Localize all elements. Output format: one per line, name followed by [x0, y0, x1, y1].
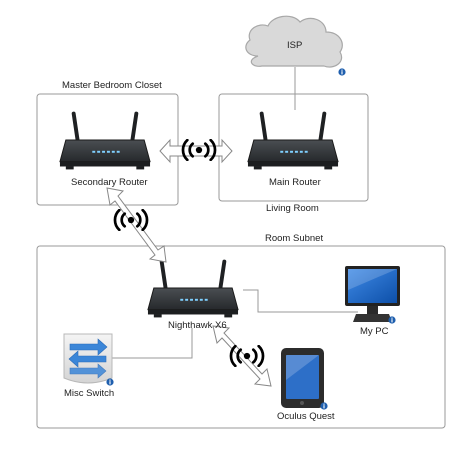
nighthawk-router-icon[interactable]	[146, 259, 240, 320]
isp-info-icon[interactable]	[338, 68, 346, 76]
wireless-link-secondary-nighthawk	[106, 187, 167, 263]
isp-label: ISP	[287, 40, 303, 51]
room-subnet-box	[36, 245, 446, 429]
main-router-icon[interactable]	[246, 111, 340, 172]
wireless-link-nighthawk-quest	[212, 325, 272, 387]
group-label-master-closet: Master Bedroom Closet	[62, 80, 162, 91]
device-label-nighthawk: Nighthawk X6	[168, 320, 227, 331]
secondary-router-icon[interactable]	[58, 111, 152, 172]
device-label-misc-switch: Misc Switch	[64, 388, 115, 399]
pc-info-icon[interactable]	[388, 316, 396, 324]
group-label-room-subnet: Room Subnet	[265, 233, 324, 244]
device-label-my-pc: My PC	[360, 326, 389, 337]
device-label-main-router: Main Router	[269, 177, 321, 188]
oculus-quest-icon[interactable]	[281, 348, 324, 408]
group-label-living-room: Living Room	[266, 203, 319, 214]
nighthawk-to-pc-line	[243, 289, 358, 313]
misc-switch-icon[interactable]	[63, 333, 113, 384]
wireless-link-secondary-main	[159, 138, 233, 164]
quest-info-icon[interactable]	[320, 402, 328, 410]
switch-info-icon[interactable]	[106, 378, 114, 386]
isp-cloud	[245, 15, 343, 68]
device-label-secondary-router: Secondary Router	[71, 177, 148, 188]
device-label-oculus-quest: Oculus Quest	[277, 411, 335, 422]
nighthawk-to-switch-line	[112, 328, 193, 359]
my-pc-icon[interactable]	[345, 266, 400, 322]
